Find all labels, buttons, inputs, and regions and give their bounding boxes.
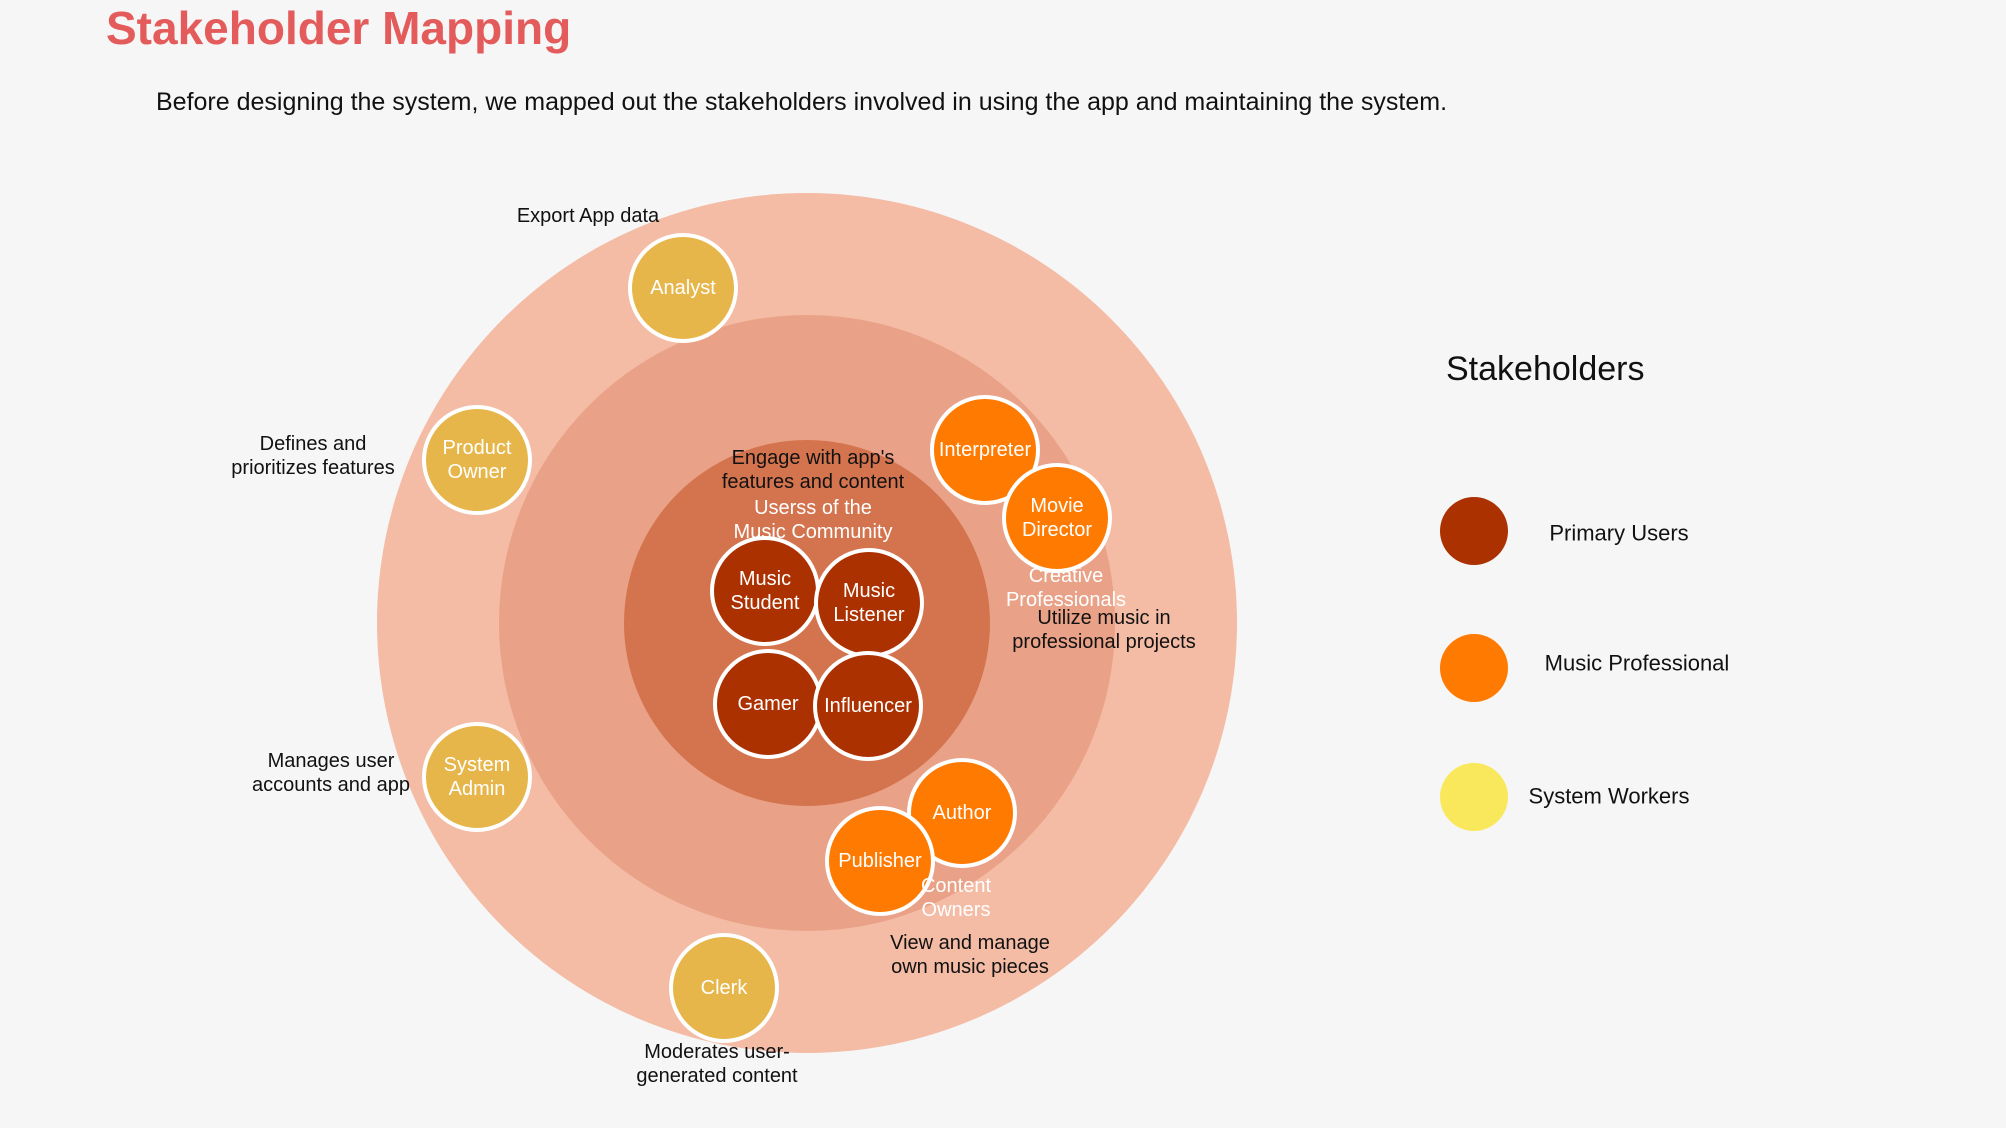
node-circle-publisher <box>825 806 935 916</box>
node-label-analyst: Analyst <box>650 277 716 299</box>
node-circle-system-admin <box>422 722 532 832</box>
legend-item-1: Music Professional <box>1440 634 1729 702</box>
group-label-content-owners: Owners <box>922 899 991 921</box>
node-label-product-owner: Owner <box>448 461 507 483</box>
node-circle-influencer <box>813 651 923 761</box>
node-circle-movie-director <box>1002 463 1112 573</box>
annotation-view-manage: own music pieces <box>891 956 1049 978</box>
group-label-creative-professionals: Professionals <box>1006 589 1126 611</box>
legend-swatch <box>1440 497 1508 565</box>
annotation-utilize: professional projects <box>1012 631 1195 653</box>
node-analyst: Analyst <box>628 233 738 343</box>
legend-item-2: System Workers <box>1440 763 1689 831</box>
annotation-engage: features and content <box>722 471 905 493</box>
node-circle-author <box>907 758 1017 868</box>
node-label-music-student: Student <box>731 592 800 614</box>
node-label-influencer: Influencer <box>824 695 912 717</box>
annotation-manages: Manages user <box>268 750 395 772</box>
node-label-music-listener: Music <box>843 580 895 602</box>
node-gamer: Gamer <box>713 649 823 759</box>
annotation-view-manage: View and manage <box>890 932 1050 954</box>
node-label-movie-director: Director <box>1022 519 1092 541</box>
annotation-utilize: Utilize music in <box>1037 607 1170 629</box>
legend-title: Stakeholders <box>1446 350 1645 388</box>
node-circle-clerk <box>669 933 779 1043</box>
legend-swatch <box>1440 763 1508 831</box>
node-label-author: Author <box>933 802 992 824</box>
node-circle-music-listener <box>814 548 924 658</box>
node-clerk: Clerk <box>669 933 779 1043</box>
node-circle-interpreter <box>930 395 1040 505</box>
legend-item-0: Primary Users <box>1440 497 1689 565</box>
node-circle-analyst <box>628 233 738 343</box>
node-author: Author <box>907 758 1017 868</box>
annotation-defines: Defines and <box>260 433 367 455</box>
legend-label: Music Professional <box>1545 651 1730 676</box>
node-label-clerk: Clerk <box>701 977 749 999</box>
node-label-music-listener: Listener <box>833 604 904 626</box>
node-label-movie-director: Movie <box>1030 495 1083 517</box>
node-circle-music-student <box>710 536 820 646</box>
group-label-users-of-music-community: Music Community <box>734 521 893 543</box>
annotation-manages: accounts and app <box>252 774 410 796</box>
legend-label: System Workers <box>1529 784 1690 809</box>
page-title: Stakeholder Mapping <box>106 2 572 54</box>
node-label-system-admin: Admin <box>449 778 506 800</box>
annotation-defines: prioritizes features <box>231 457 394 479</box>
node-label-product-owner: Product <box>443 437 512 459</box>
node-label-system-admin: System <box>444 754 511 776</box>
annotation-engage: Engage with app's <box>732 447 895 469</box>
legend-swatch <box>1440 634 1508 702</box>
node-label-publisher: Publisher <box>838 850 922 872</box>
intro-text: Before designing the system, we mapped o… <box>156 88 1448 116</box>
group-label-content-owners: Content <box>921 875 991 897</box>
node-influencer: Influencer <box>813 651 923 761</box>
node-label-gamer: Gamer <box>737 693 798 715</box>
annotation-export: Export App data <box>517 205 660 227</box>
annotation-moderates: generated content <box>636 1065 798 1087</box>
node-label-interpreter: Interpreter <box>939 439 1032 461</box>
node-label-music-student: Music <box>739 568 791 590</box>
group-label-creative-professionals: Creative <box>1029 565 1103 587</box>
annotation-moderates: Moderates user- <box>644 1041 790 1063</box>
group-label-users-of-music-community: Userss of the <box>754 497 872 519</box>
node-interpreter: Interpreter <box>930 395 1040 505</box>
node-publisher: Publisher <box>825 806 935 916</box>
node-circle-product-owner <box>422 405 532 515</box>
legend-label: Primary Users <box>1549 521 1688 546</box>
